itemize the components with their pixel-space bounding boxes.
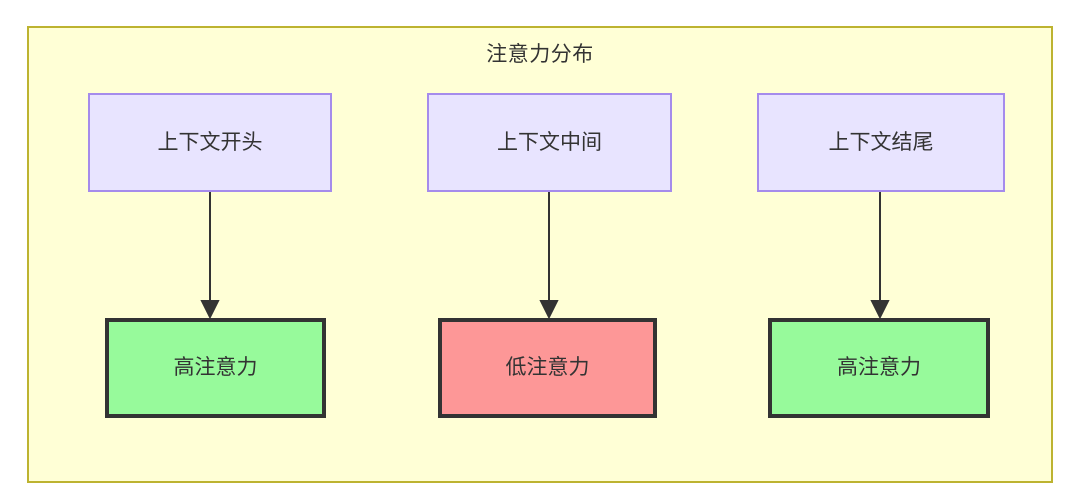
- node-context-end[interactable]: 上下文结尾: [757, 93, 1005, 192]
- node-context-end-label: 上下文结尾: [828, 130, 934, 154]
- node-high-attention-end[interactable]: 高注意力: [768, 318, 990, 418]
- node-low-attention-middle-label: 低注意力: [505, 356, 590, 380]
- subgraph-title: 注意力分布: [486, 43, 594, 66]
- node-low-attention-middle[interactable]: 低注意力: [438, 318, 657, 418]
- node-context-start-label: 上下文开头: [157, 130, 263, 154]
- node-high-attention-start[interactable]: 高注意力: [105, 318, 326, 418]
- node-context-middle[interactable]: 上下文中间: [427, 93, 672, 192]
- node-context-start[interactable]: 上下文开头: [88, 93, 332, 192]
- node-high-attention-end-label: 高注意力: [837, 356, 921, 380]
- node-context-middle-label: 上下文中间: [497, 130, 602, 154]
- node-high-attention-start-label: 高注意力: [173, 356, 258, 380]
